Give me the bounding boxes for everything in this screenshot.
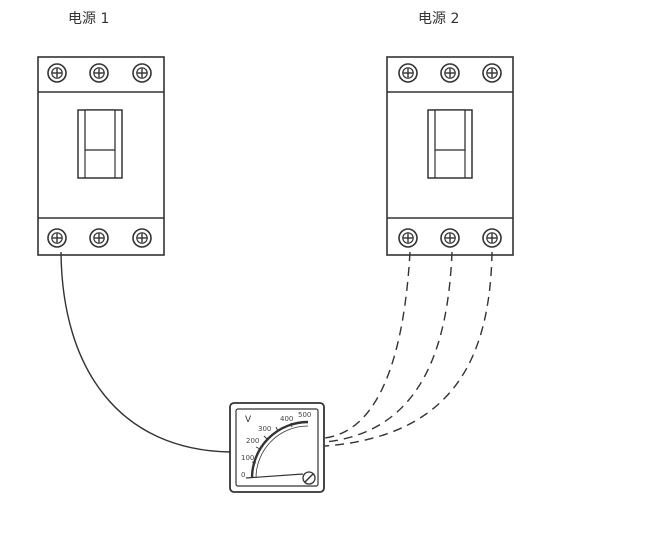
- screw-icon: [440, 63, 460, 83]
- breaker-1-label: 电源 1: [68, 11, 109, 27]
- zero-adjust-icon[interactable]: [302, 471, 316, 485]
- breaker-2: 电源 2: [386, 11, 514, 256]
- meter-scale-label: 300: [258, 425, 271, 433]
- breaker-1-lever[interactable]: [77, 109, 123, 179]
- voltmeter: V 0 100 200 300 400 500: [229, 402, 325, 493]
- meter-scale-arc: [250, 420, 309, 479]
- dashed-wire-3: [324, 251, 493, 447]
- breaker-1: 电源 1: [37, 11, 165, 256]
- screw-icon: [440, 228, 460, 248]
- screw-icon: [482, 63, 502, 83]
- screw-icon: [89, 228, 109, 248]
- meter-scale-label: 200: [246, 437, 259, 445]
- screw-icon: [398, 228, 418, 248]
- screw-icon: [89, 63, 109, 83]
- meter-scale-label: 0: [241, 471, 245, 479]
- screw-icon: [398, 63, 418, 83]
- dashed-wire-1: [324, 251, 411, 439]
- meter-scale-label: 400: [280, 415, 293, 423]
- breaker-2-lever[interactable]: [427, 109, 473, 179]
- meter-scale-label: 500: [298, 411, 311, 419]
- meter-scale-label: 100: [241, 454, 254, 462]
- screw-icon: [47, 63, 67, 83]
- meter-needle: [245, 473, 304, 479]
- screw-icon: [482, 228, 502, 248]
- screw-icon: [47, 228, 67, 248]
- breaker-2-label: 电源 2: [418, 11, 459, 27]
- meter-unit-label: V: [245, 415, 252, 425]
- screw-icon: [132, 63, 152, 83]
- solid-wire: [60, 251, 231, 453]
- dashed-wire-2: [324, 251, 453, 443]
- screw-icon: [132, 228, 152, 248]
